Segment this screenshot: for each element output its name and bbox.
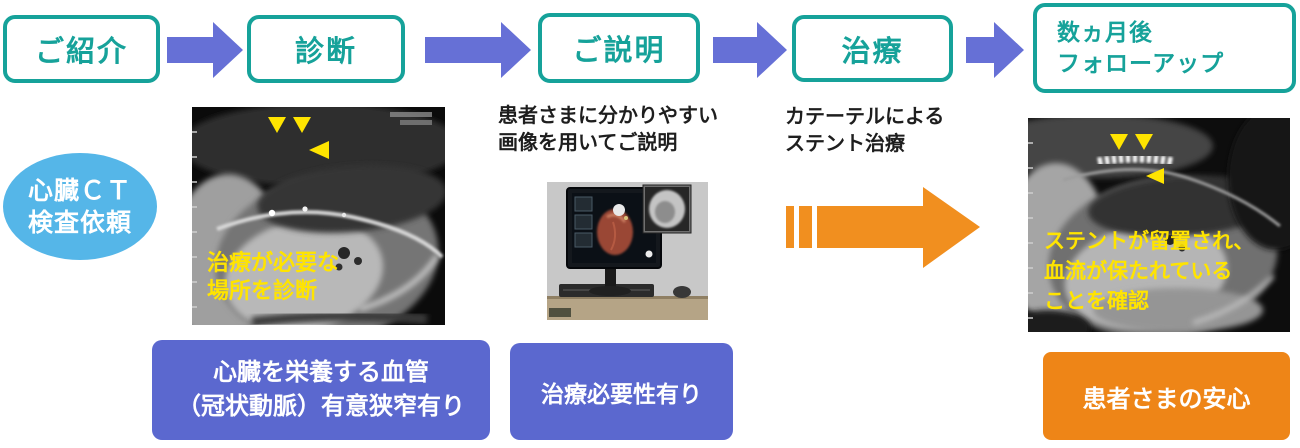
- explanation-finding-box: 治療必要性有り: [510, 343, 733, 440]
- flow-arrow-icon: [966, 22, 1024, 78]
- finding-line1: 心臓を栄養する血管: [213, 359, 429, 386]
- note-line1: カテーテルによる: [785, 106, 945, 128]
- down-arrow-marker-icon: [1110, 134, 1128, 150]
- step-box-referral: ご紹介: [3, 15, 160, 83]
- note-line1: 患者さまに分かりやすい: [498, 105, 718, 127]
- badge-line1: 心臓ＣＴ: [27, 176, 132, 205]
- step-label: ご説明: [572, 35, 666, 67]
- ct-annotation-line1: ステントが留置され、: [1044, 229, 1254, 253]
- mouse: [673, 286, 691, 298]
- ct-annotation-line3: ことを確認: [1044, 289, 1149, 313]
- step-label-line1: 数ヵ月後: [1057, 19, 1153, 45]
- left-arrow-marker-icon: [1146, 168, 1164, 184]
- monitor-stand: [605, 264, 616, 290]
- step-box-followup: 数ヵ月後 フォローアップ: [1033, 3, 1296, 93]
- flow-arrow-icon: [713, 22, 787, 78]
- scan-overlay-text: [390, 112, 432, 117]
- note-line2: ステント治療: [785, 133, 905, 155]
- step-label: 診断: [294, 36, 357, 68]
- ct-request-badge: 心臓ＣＴ 検査依頼: [3, 153, 157, 260]
- patient-outcome-box: 患者さまの安心: [1043, 352, 1290, 440]
- step-box-treatment: 治療: [792, 15, 953, 82]
- ct-scan-image-followup: ステントが留置され、 血流が保たれている ことを確認: [1028, 118, 1290, 332]
- outcome-text: 患者さまの安心: [1082, 385, 1251, 413]
- treatment-arrow-icon: [786, 187, 980, 268]
- flow-arrow-icon: [425, 22, 531, 78]
- coronary-artery: [1062, 168, 1281, 228]
- note-line2: 画像を用いてご説明: [498, 132, 678, 154]
- badge-line2: 検査依頼: [27, 208, 132, 237]
- ruler-ticks: [192, 131, 197, 308]
- ct-scan-image-diagnosis: 治療が必要な 場所を診断: [192, 107, 445, 325]
- down-arrow-marker-icon: [1135, 134, 1153, 150]
- stent: [1097, 153, 1174, 167]
- step-label: ご紹介: [34, 36, 128, 68]
- desk: [547, 298, 708, 320]
- finding-line2: （冠状動脈）有意狭窄有り: [177, 393, 465, 420]
- ruler-ticks: [1028, 142, 1033, 319]
- step-box-diagnosis: 診断: [247, 15, 405, 83]
- flow-arrow-icon: [167, 22, 243, 78]
- left-arrow-marker-icon: [309, 141, 329, 159]
- ct-annotation-line1: 治療が必要な: [207, 250, 339, 275]
- step-label-line2: フォローアップ: [1057, 50, 1225, 76]
- coronary-artery: [216, 210, 444, 259]
- step-label: 治療: [841, 35, 904, 68]
- explanation-note: 患者さまに分かりやすい 画像を用いてご説明: [498, 103, 718, 157]
- treatment-note: カテーテルによる ステント治療: [785, 104, 944, 158]
- workstation-monitor-photo: [547, 182, 708, 320]
- step-box-explanation: ご説明: [538, 13, 700, 83]
- down-arrow-marker-icon: [268, 117, 286, 133]
- ct-annotation-line2: 血流が保たれている: [1044, 259, 1232, 283]
- down-arrow-marker-icon: [293, 117, 311, 133]
- diagnosis-finding-box: 心臓を栄養する血管 （冠状動脈）有意狭窄有り: [152, 340, 490, 440]
- finding-text: 治療必要性有り: [541, 380, 702, 407]
- ct-annotation-line2: 場所を診断: [207, 278, 317, 303]
